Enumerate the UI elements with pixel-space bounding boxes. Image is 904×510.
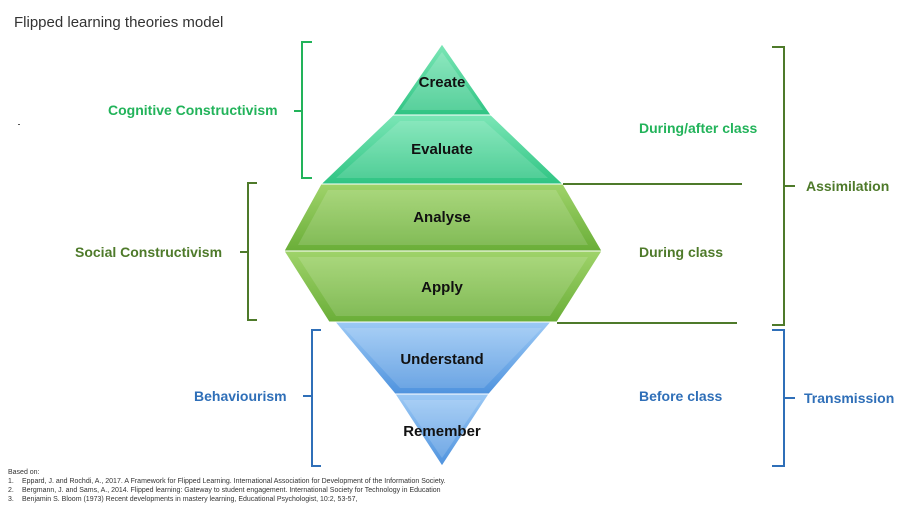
label-cognitive-constructivism: Cognitive Constructivism (108, 102, 278, 118)
stray-dot (18, 124, 20, 125)
brace-behaviourism (303, 329, 321, 467)
reference-item: 1.Eppard, J. and Rochdi, A., 2017. A Fra… (8, 478, 446, 485)
label-social-constructivism: Social Constructivism (75, 244, 223, 260)
brace-transmission (772, 329, 795, 467)
level-label-understand: Understand (400, 351, 483, 368)
reference-item: 2.Bergmann, J. and Sams, A., 2014. Flipp… (8, 487, 441, 494)
references-heading: Based on: (8, 469, 40, 476)
brace-cognitive (294, 41, 312, 179)
level-label-analyse: Analyse (413, 209, 471, 226)
label-during-after-class: During/after class (639, 120, 758, 136)
label-assimilation: Assimilation (806, 178, 890, 194)
level-label-apply: Apply (421, 279, 463, 296)
level-apply-bevel (298, 257, 588, 316)
label-behaviourism: Behaviourism (194, 388, 287, 404)
level-create-bevel (401, 52, 483, 110)
level-evaluate-bevel (336, 121, 548, 178)
level-understand-bevel (344, 328, 542, 388)
level-analyse-bevel (298, 190, 588, 245)
level-remember-bevel (403, 400, 481, 458)
brace-social (240, 182, 257, 321)
level-label-evaluate: Evaluate (411, 141, 473, 158)
label-transmission: Transmission (804, 390, 895, 406)
level-label-create: Create (419, 74, 466, 91)
label-before-class: Before class (639, 388, 723, 404)
reference-item: 3.Benjamin S. Bloom (1973) Recent develo… (8, 496, 358, 503)
label-during-class: During class (639, 244, 724, 260)
brace-assimilation (772, 46, 795, 326)
level-remember-shape (394, 393, 490, 467)
level-label-remember: Remember (403, 423, 481, 440)
references: Based on: 1.Eppard, J. and Rochdi, A., 2… (8, 468, 446, 504)
page-title: Flipped learning theories model (14, 14, 224, 31)
